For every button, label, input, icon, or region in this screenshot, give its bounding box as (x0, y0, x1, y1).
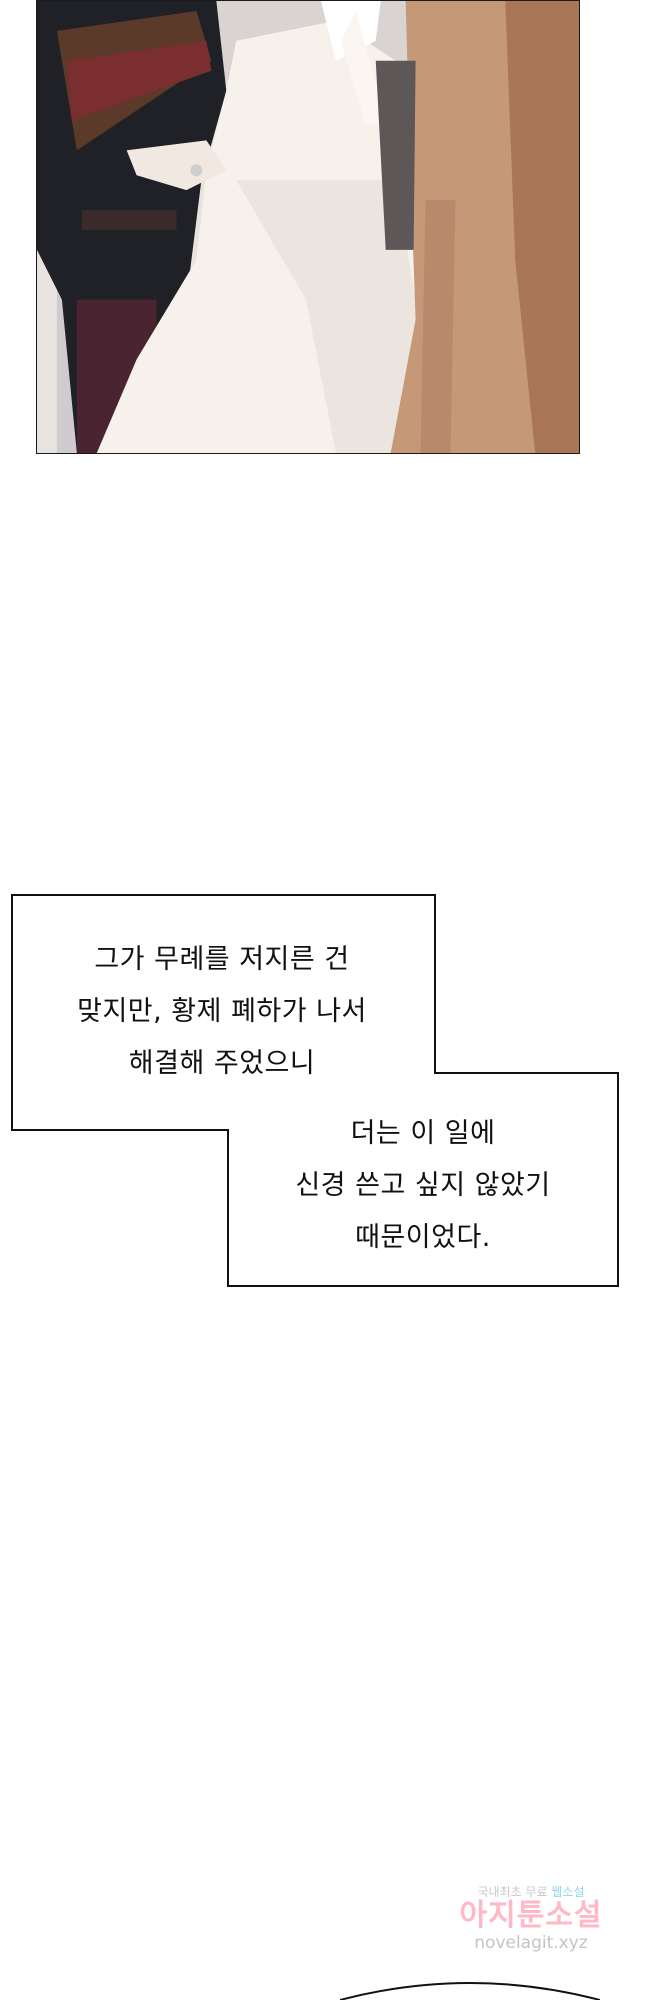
narration-caption: 그가 무례를 저지른 건 맞지만, 황제 폐하가 나서 해결해 주었으니 더는 … (10, 893, 626, 1289)
comic-panel (36, 0, 580, 454)
caption-line: 해결해 주었으니 (128, 1048, 316, 1079)
caption-line: 맞지만, 황제 폐하가 나서 (77, 996, 367, 1027)
caption-line: 때문이었다. (355, 1222, 491, 1253)
caption-line: 그가 무례를 저지른 건 (94, 944, 350, 975)
site-watermark: 국내최초 무료 웹소설 아지툰소설 novelagit.xyz (440, 1884, 622, 1960)
next-panel-edge (340, 1982, 600, 2000)
caption-frame (11, 894, 619, 1287)
watermark-url: novelagit.xyz (474, 1933, 588, 1953)
watermark-logo: 아지툰소설 (459, 1898, 603, 1933)
panel-illustration (37, 1, 579, 453)
caption-line: 신경 쓴고 싶지 않았기 (295, 1170, 551, 1201)
watermark-tagline: 국내최초 무료 웹소설 (477, 1885, 585, 1899)
caption-line: 더는 이 일에 (350, 1118, 496, 1149)
